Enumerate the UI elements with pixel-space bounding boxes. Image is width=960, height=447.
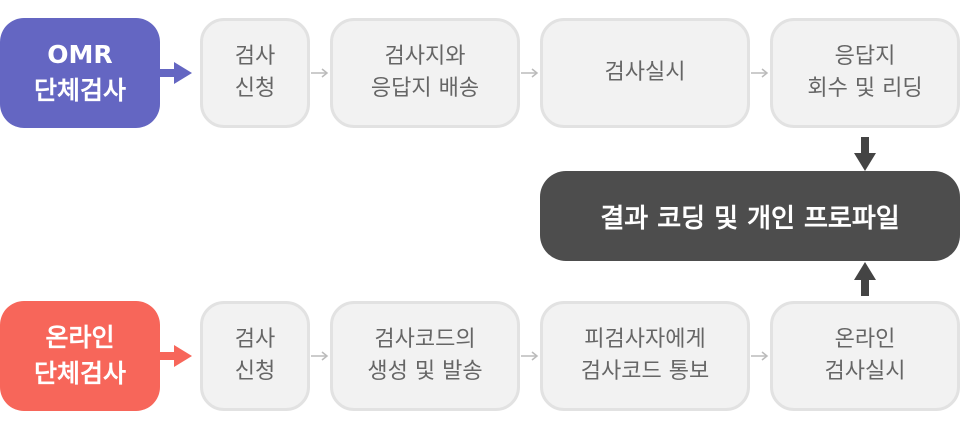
omr-group-test-label: OMR 단체검사 [0,18,160,128]
online-step-apply: 검사 신청 [200,301,310,411]
omr-connector-2-icon [521,68,539,78]
result-coding-profile: 결과 코딩 및 개인 프로파일 [540,171,960,261]
online-step-generate-code: 검사코드의 생성 및 발송 [330,301,520,411]
omr-connector-3-icon [751,68,769,78]
omr-step-collect-read: 응답지 회수 및 리딩 [770,18,960,128]
omr-step-apply: 검사 신청 [200,18,310,128]
online-connector-2-icon [521,351,539,361]
online-label-text: 온라인 단체검사 [33,323,126,388]
online-arrow-icon [160,345,192,367]
online-step-notify-code: 피검사자에게 검사코드 통보 [540,301,750,411]
omr-label-text: OMR 단체검사 [33,40,126,105]
online-group-test-label: 온라인 단체검사 [0,301,160,411]
omr-connector-1-icon [311,68,329,78]
up-arrow-icon [854,262,876,296]
online-connector-3-icon [751,351,769,361]
omr-step-ship-sheets: 검사지와 응답지 배송 [330,18,520,128]
online-connector-1-icon [311,351,329,361]
down-arrow-icon [854,137,876,171]
omr-step-conduct: 검사실시 [540,18,750,128]
online-step-conduct: 온라인 검사실시 [770,301,960,411]
omr-arrow-icon [160,62,192,84]
